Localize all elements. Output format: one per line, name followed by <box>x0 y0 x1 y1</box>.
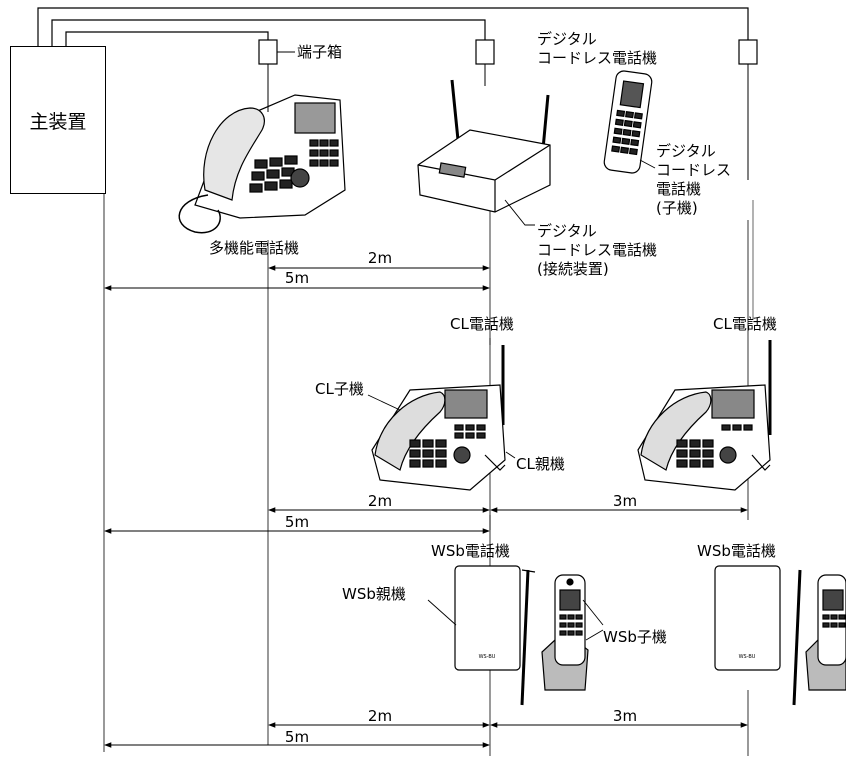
wsb-child-label: WSb子機 <box>603 628 667 646</box>
dect-handset-illustration <box>603 70 653 174</box>
terminal-box-3 <box>738 39 758 65</box>
multi-function-phone-illustration <box>178 94 346 234</box>
dect-handset-child-label: デジタル コードレス 電話機 (子機) <box>656 142 732 217</box>
wsb-handset-2-illustration <box>805 574 846 691</box>
wsb-phone-1-label: WSb電話機 <box>431 542 510 560</box>
wsb-phone-2-label: WSb電話機 <box>697 542 776 560</box>
wsb-base-1-illustration <box>454 565 536 706</box>
dim-row1-5m: 5m <box>284 269 310 287</box>
main-unit-label: 主装置 <box>29 110 87 133</box>
cl-phone-1-illustration <box>371 345 506 491</box>
wsb-base-2-illustration <box>714 565 802 706</box>
dim-row3-2m: 2m <box>367 707 393 725</box>
cl-phone-2-illustration <box>637 340 772 491</box>
terminal-box-label: 端子箱 <box>297 43 343 61</box>
dimension-arrows <box>104 265 748 748</box>
dim-row2-2m: 2m <box>367 492 393 510</box>
multi-phone-label: 多機能電話機 <box>209 239 300 257</box>
wsb-parent-label: WSb親機 <box>342 585 406 603</box>
dect-handset-label: デジタル コードレス電話機 <box>537 30 658 67</box>
wsb-base-2-mark: WS-BU <box>739 654 756 660</box>
dect-base-illustration <box>417 79 551 213</box>
dect-base-label: デジタル コードレス電話機 (接続装置) <box>537 222 658 278</box>
dim-row3-5m: 5m <box>284 728 310 746</box>
cl-parent-label: CL親機 <box>516 455 565 473</box>
cl-child-label: CL子機 <box>315 380 364 398</box>
terminal-box-1 <box>258 39 278 65</box>
wiring <box>37 7 749 46</box>
main-unit-box: 主装置 <box>10 46 106 194</box>
dim-row1-2m: 2m <box>367 249 393 267</box>
terminal-box-2 <box>475 39 495 65</box>
dim-row3-3m: 3m <box>612 707 638 725</box>
dim-row2-3m: 3m <box>612 492 638 510</box>
dim-row2-5m: 5m <box>284 513 310 531</box>
cl-phone-1-label: CL電話機 <box>450 315 514 333</box>
wsb-base-1-mark: WS-BU <box>479 654 496 660</box>
cl-phone-2-label: CL電話機 <box>713 315 777 333</box>
wsb-handset-1-illustration <box>541 574 589 691</box>
